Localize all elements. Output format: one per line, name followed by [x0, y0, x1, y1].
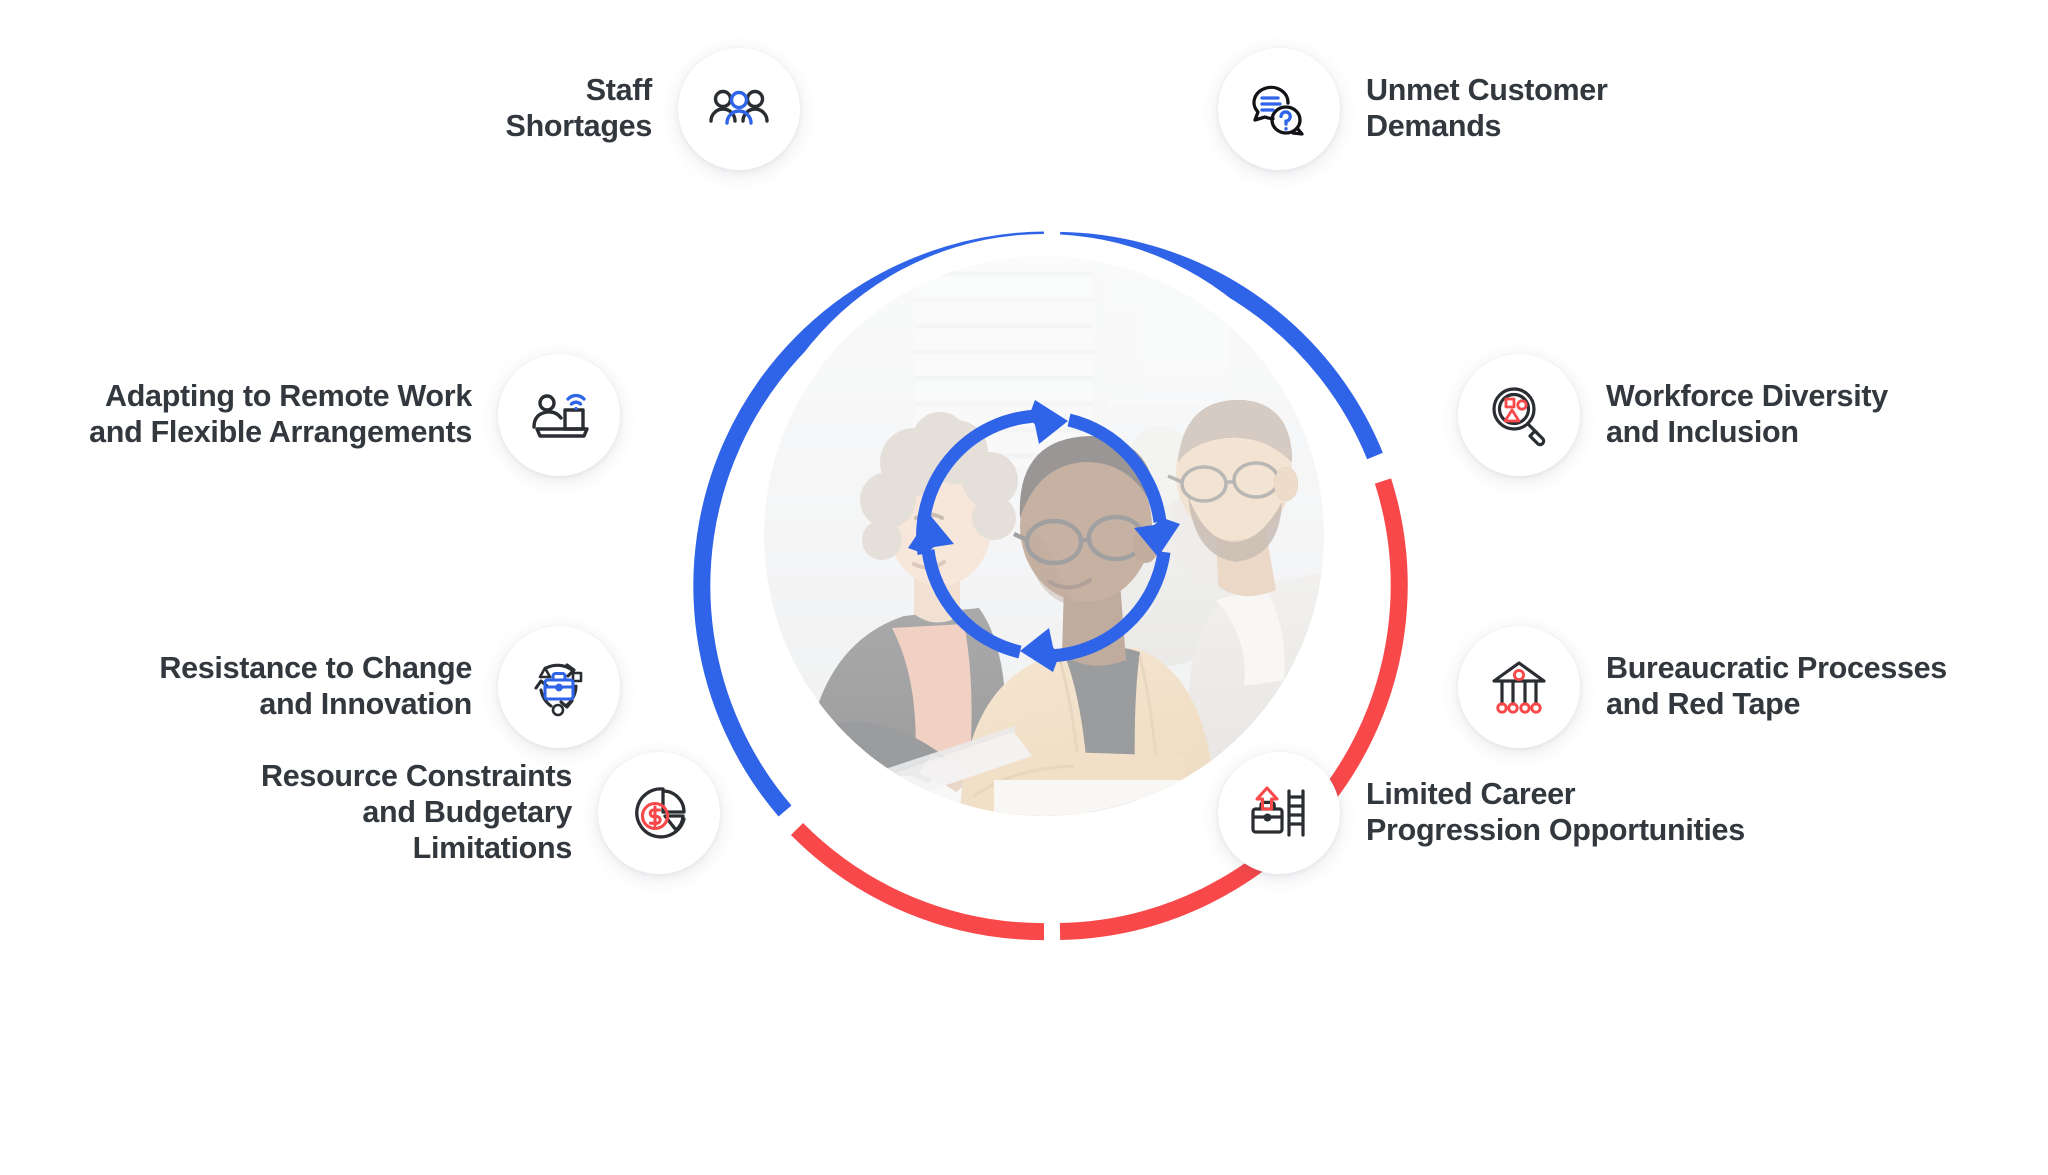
briefcase-cycle-arrows-icon — [498, 626, 620, 748]
briefcase-ladder-arrow-icon — [1218, 752, 1340, 874]
node-label-resistance-to-change: Resistance to Change and Innovation — [159, 651, 472, 721]
node-label-limited-career-progression: Limited Career Progression Opportunities — [1366, 777, 1745, 847]
node-resistance-to-change[interactable]: Resistance to Change and Innovation — [80, 626, 620, 748]
node-label-resource-constraints: Resource Constraints and Budgetary Limit… — [261, 759, 572, 865]
ring-arc-red-left — [790, 823, 1045, 941]
node-workforce-diversity-and-inclusion[interactable]: Workforce Diversity and Inclusion — [1458, 354, 2038, 476]
center-hub — [664, 138, 1424, 1038]
node-label-unmet-customer-demands: Unmet Customer Demands — [1366, 73, 1608, 143]
node-staff-shortages[interactable]: Staff Shortages — [420, 48, 800, 170]
government-building-hierarchy-icon — [1458, 626, 1580, 748]
node-label-workforce-diversity-and-inclusion: Workforce Diversity and Inclusion — [1606, 379, 1888, 449]
node-label-bureaucratic-processes: Bureaucratic Processes and Red Tape — [1606, 651, 1947, 721]
node-label-staff-shortages: Staff Shortages — [505, 73, 653, 143]
magnifier-shapes-icon — [1458, 354, 1580, 476]
node-adapting-to-remote-work[interactable]: Adapting to Remote Work and Flexible Arr… — [20, 354, 620, 476]
cycle-arrows-icon — [908, 400, 1180, 672]
pie-chart-dollar-icon — [598, 752, 720, 874]
person-laptop-wifi-icon — [498, 354, 620, 476]
node-label-adapting-to-remote-work: Adapting to Remote Work and Flexible Arr… — [89, 379, 472, 449]
node-bureaucratic-processes[interactable]: Bureaucratic Processes and Red Tape — [1458, 626, 2048, 748]
node-limited-career-progression[interactable]: Limited Career Progression Opportunities — [1218, 752, 1858, 874]
speech-bubbles-question-icon — [1218, 48, 1340, 170]
node-resource-constraints[interactable]: Resource Constraints and Budgetary Limit… — [230, 752, 720, 874]
node-unmet-customer-demands[interactable]: Unmet Customer Demands — [1218, 48, 1838, 170]
group-of-people-icon — [678, 48, 800, 170]
